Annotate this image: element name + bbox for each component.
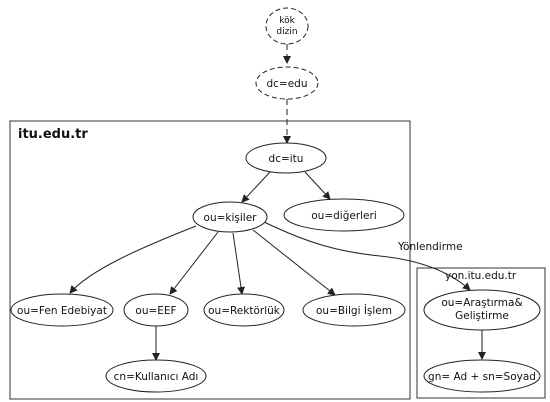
itu-domain-title: itu.edu.tr bbox=[18, 127, 88, 142]
node-dc-itu bbox=[245, 142, 327, 174]
node-gn-ad bbox=[423, 359, 541, 393]
node-ou-fen-label: ou=Fen Edebiyat bbox=[17, 305, 107, 317]
node-ou-kisiler bbox=[192, 201, 268, 233]
node-cn-kullanici bbox=[105, 359, 207, 393]
edge-kisiler-rektorluk bbox=[232, 232, 245, 295]
node-ou-eef-label: ou=EEF bbox=[135, 305, 176, 317]
node-ou-eef bbox=[123, 293, 189, 327]
node-ou-fen bbox=[10, 293, 114, 327]
node-ou-arastirma bbox=[423, 289, 541, 331]
node-root-label-2: dizin bbox=[276, 27, 297, 37]
node-ou-bilgi-label: ou=Bilgi İşlem bbox=[316, 304, 392, 317]
node-dc-edu bbox=[255, 66, 319, 100]
node-ou-rektorluk-label: ou=Rektörlük bbox=[208, 305, 281, 317]
yon-domain-box bbox=[416, 267, 546, 399]
edge-kisiler-fen bbox=[69, 225, 197, 294]
node-ou-digerleri-label: ou=diğerleri bbox=[311, 210, 377, 222]
node-dc-edu-label: dc=edu bbox=[266, 78, 307, 90]
itu-domain-box bbox=[9, 120, 411, 400]
edge-redirect bbox=[263, 221, 471, 291]
redirect-label: Yönlendirme bbox=[397, 241, 463, 253]
node-gn-ad-label: gn= Ad + sn=Soyad bbox=[428, 371, 536, 383]
node-ou-arastirma-label-2: Geliştirme bbox=[455, 310, 509, 322]
node-ou-bilgi bbox=[302, 293, 406, 327]
node-dc-itu-label: dc=itu bbox=[269, 153, 304, 165]
node-root-label-1: kök bbox=[279, 16, 295, 26]
yon-domain-title: yon.itu.edu.tr bbox=[445, 270, 517, 282]
node-ou-digerleri bbox=[283, 198, 405, 232]
edge-itu-digerleri bbox=[304, 171, 331, 200]
node-ou-kisiler-label: ou=kişiler bbox=[204, 212, 258, 224]
node-root bbox=[265, 7, 309, 45]
node-ou-rektorluk bbox=[203, 293, 285, 327]
node-cn-kullanici-label: cn=Kullanıcı Adı bbox=[114, 371, 199, 383]
edge-kisiler-eef bbox=[169, 231, 219, 295]
node-ou-arastirma-label-1: ou=Araştırma& bbox=[441, 297, 522, 309]
edge-itu-kisiler bbox=[241, 171, 271, 203]
edge-kisiler-bilgi bbox=[252, 229, 336, 296]
